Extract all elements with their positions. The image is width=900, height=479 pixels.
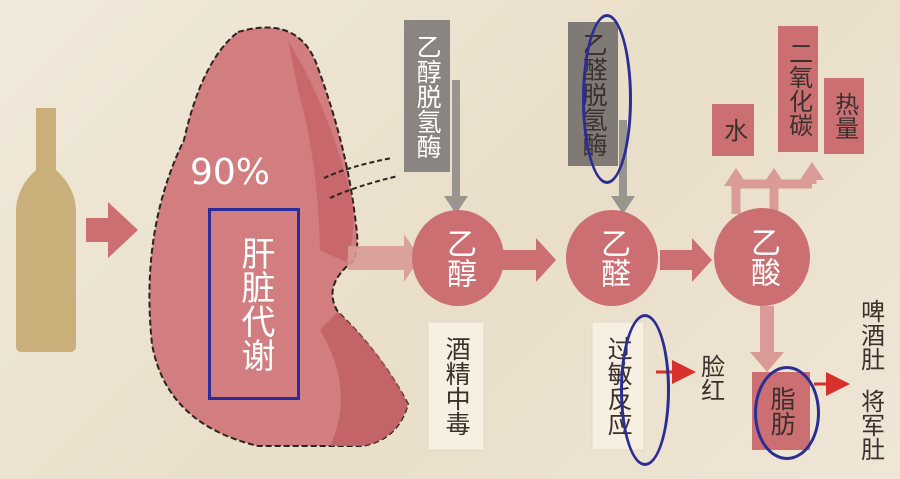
heat-box: 热量 — [824, 78, 864, 154]
water-label: 水 — [719, 118, 748, 142]
flush-label-box: 脸红 — [690, 346, 730, 410]
allergy-circle-highlight — [620, 314, 670, 466]
fat-circle-highlight — [754, 366, 820, 460]
ethanol-node: 乙醇 — [412, 210, 504, 306]
enzyme2-circle-highlight — [582, 14, 632, 184]
enzyme1-label: 乙醇脱氢酶 — [413, 33, 443, 159]
liver-lower-lobe — [320, 312, 408, 446]
co2-box: 二氧化碳 — [778, 26, 818, 152]
liver-vessel — [323, 157, 399, 199]
arrow-to-water — [724, 168, 748, 186]
liver-metabolism-frame — [208, 208, 300, 400]
acetic-acid-node: 乙酸 — [714, 208, 810, 306]
arrow-acetaldehyde-to-acetic — [660, 238, 712, 282]
arrow-into-liver — [86, 202, 138, 258]
liver-metabolism-label: 肝脏代谢 — [234, 236, 275, 372]
co2-label: 二氧化碳 — [784, 41, 813, 137]
liver-lobe — [288, 40, 354, 262]
heat-label: 热量 — [830, 92, 859, 140]
belly-label-box-2: 将军肚 — [848, 380, 892, 470]
ethanol-label: 乙醇 — [441, 228, 476, 288]
enzyme2-arrow — [611, 120, 635, 214]
belly-label-box-1: 啤酒肚 — [848, 290, 892, 380]
belly-label-1: 啤酒肚 — [856, 299, 885, 371]
arrow-acetic-to-fat — [750, 306, 784, 372]
wine-bottle — [16, 108, 76, 352]
enzyme1-arrow — [444, 80, 468, 214]
arrow-ethanol-to-acetaldehyde — [500, 238, 556, 282]
acetaldehyde-node: 乙醛 — [566, 210, 658, 306]
intoxication-panel — [427, 321, 485, 451]
arrow-to-co2 — [762, 168, 786, 186]
arrow-to-heat — [800, 162, 824, 180]
flush-label: 脸红 — [696, 354, 725, 402]
liver-metabolism-label-box: 肝脏代谢 — [208, 208, 300, 400]
acetic-acid-label: 乙酸 — [745, 227, 780, 287]
enzyme1-box — [404, 20, 450, 172]
acetaldehyde-label: 乙醛 — [595, 228, 630, 288]
water-box: 水 — [712, 104, 754, 156]
enzyme1-label-box: 乙醇脱氢酶 — [404, 20, 450, 172]
intoxication-label-box: 酒精中毒 — [428, 322, 484, 450]
intoxication-label: 酒精中毒 — [442, 336, 472, 436]
belly-label-2: 将军肚 — [856, 389, 885, 461]
liver-percent: 90% — [190, 152, 271, 193]
arrow-liver-to-ethanol — [348, 234, 420, 282]
